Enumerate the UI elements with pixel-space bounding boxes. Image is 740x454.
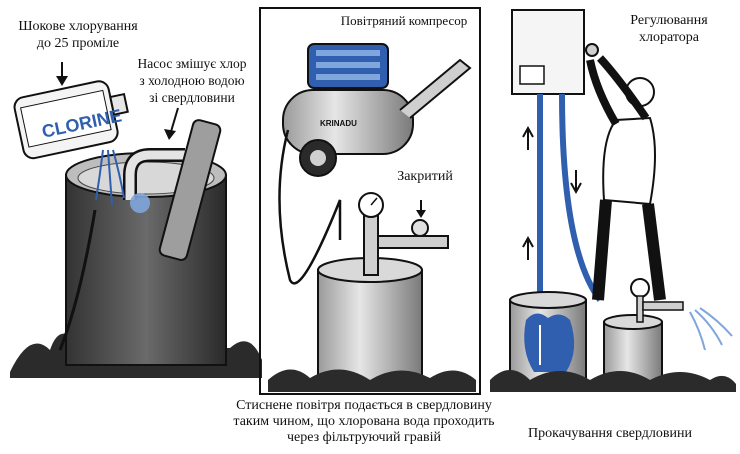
arrow-up-1 <box>522 125 534 150</box>
chlorine-solution <box>524 313 575 372</box>
right-panel <box>490 9 736 392</box>
label-shock-line-1: Шокове хлорування <box>18 19 138 34</box>
caption-compressed-air: Стиснене повітря подається в свердловину… <box>196 398 532 446</box>
caption-well-pumping: Прокачування свердловини <box>500 425 720 442</box>
arrow-up-2 <box>522 235 534 260</box>
hose-left <box>58 209 97 351</box>
pump-handle <box>158 119 222 261</box>
valve-pipe-middle <box>377 235 449 249</box>
grass-middle <box>268 369 476 392</box>
air-hose <box>278 129 342 285</box>
grass-right <box>490 370 736 392</box>
middle-panel: KRINADU <box>259 7 481 395</box>
arrow-down <box>570 170 582 195</box>
chlorine-bottle <box>13 80 129 160</box>
label-air-compressor: Повітряний компресор <box>334 12 474 29</box>
left-panel: CLORINE <box>10 62 262 378</box>
closed-valve <box>411 219 429 237</box>
well-pipe-middle <box>363 214 379 276</box>
label-closed-text: Закритий <box>397 169 453 184</box>
compressor-handle <box>399 58 472 119</box>
label-shock-line-2: до 25 проміле <box>36 36 120 51</box>
caption-middle-line-1: Стиснене повітря подається в свердловину <box>236 398 492 413</box>
label-air-compressor-text: Повітряний компресор <box>340 13 468 28</box>
label-regulation-line-1: Регулювання <box>630 13 708 28</box>
person <box>586 55 666 301</box>
label-closed: Закритий <box>390 168 460 185</box>
chlorinator-knob <box>585 43 599 57</box>
label-pump-line-3: зі свердловини <box>149 90 235 105</box>
caption-right-text: Прокачування свердловини <box>528 426 692 441</box>
faucet-right <box>642 301 684 311</box>
compressor-brand: KRINADU <box>320 119 357 128</box>
caption-middle-line-2: таким чином, що хлорована вода проходить <box>233 414 495 429</box>
compressor-tank <box>282 89 414 155</box>
caption-middle-line-3: через фільтруючий гравій <box>287 430 441 445</box>
label-pump-line-1: Насос змішує хлор <box>137 56 247 71</box>
water-splash <box>95 149 125 206</box>
middle-panel-frame <box>259 7 481 395</box>
label-chlorinator-regulation: Регулювання хлоратора <box>604 12 734 46</box>
label-shock-chlorination: Шокове хлорування до 25 проміле <box>8 18 148 52</box>
label-pump-mix: Насос змішує хлор з холодною водою зі св… <box>112 55 272 106</box>
blue-hose-2 <box>559 93 603 302</box>
pressure-gauge-right <box>630 278 650 298</box>
water-spray <box>689 307 733 351</box>
well-casing-middle <box>317 269 423 383</box>
label-regulation-line-2: хлоратора <box>639 30 699 45</box>
label-pump-line-2: з холодною водою <box>139 73 245 88</box>
